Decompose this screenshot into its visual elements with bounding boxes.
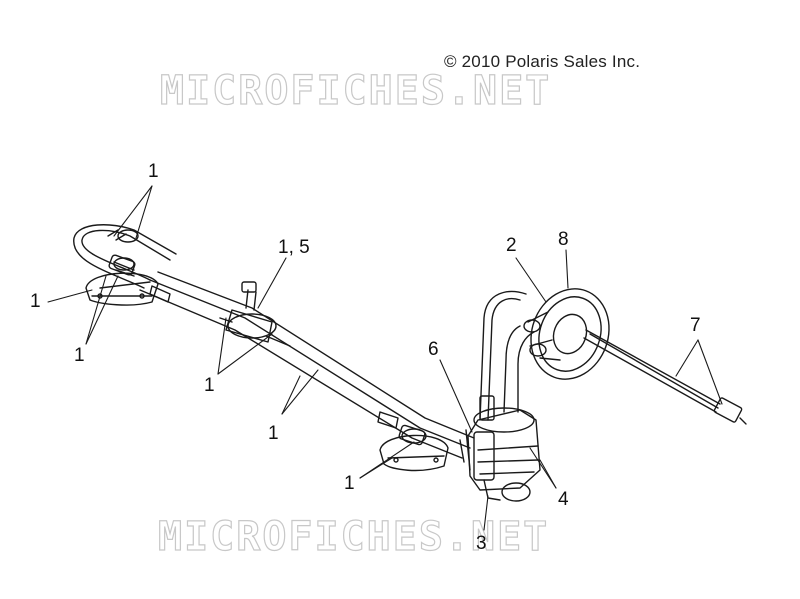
watermark-bottom: MICROFICHES.NET: [157, 513, 550, 560]
bracket-lower: [379, 424, 449, 472]
callout-1a: 1: [148, 161, 159, 182]
sender-plate: [523, 288, 610, 380]
connector-left: [108, 229, 139, 277]
callout-1e: 1: [268, 423, 279, 444]
callout-8: 8: [558, 229, 569, 250]
callout-1d: 1: [204, 375, 215, 396]
hose-loop-left: [73, 224, 177, 289]
callout-3: 3: [476, 533, 487, 554]
fuel-line-main: [139, 271, 475, 459]
fuel-pump-assembly: [459, 407, 541, 502]
callout-2: 2: [506, 235, 517, 256]
callout-1f: 1: [344, 473, 355, 494]
pump-riser-tube: [479, 290, 535, 421]
callout-6: 6: [428, 339, 439, 360]
callout-7: 7: [690, 315, 701, 336]
wire-harness: [583, 329, 747, 425]
callout-1c: 1: [74, 345, 85, 366]
callout-1-5: 1, 5: [278, 237, 310, 258]
inline-filter: [219, 281, 291, 347]
copyright-text: © 2010 Polaris Sales Inc.: [444, 52, 641, 71]
callout-4: 4: [558, 489, 569, 510]
callout-1b: 1: [30, 291, 41, 312]
bracket-left: [85, 272, 159, 306]
watermark-top: MICROFICHES.NET: [159, 67, 552, 114]
clamp-left: [149, 285, 171, 303]
clamp-middle: [377, 411, 399, 429]
leader-lines: [47, 185, 723, 531]
